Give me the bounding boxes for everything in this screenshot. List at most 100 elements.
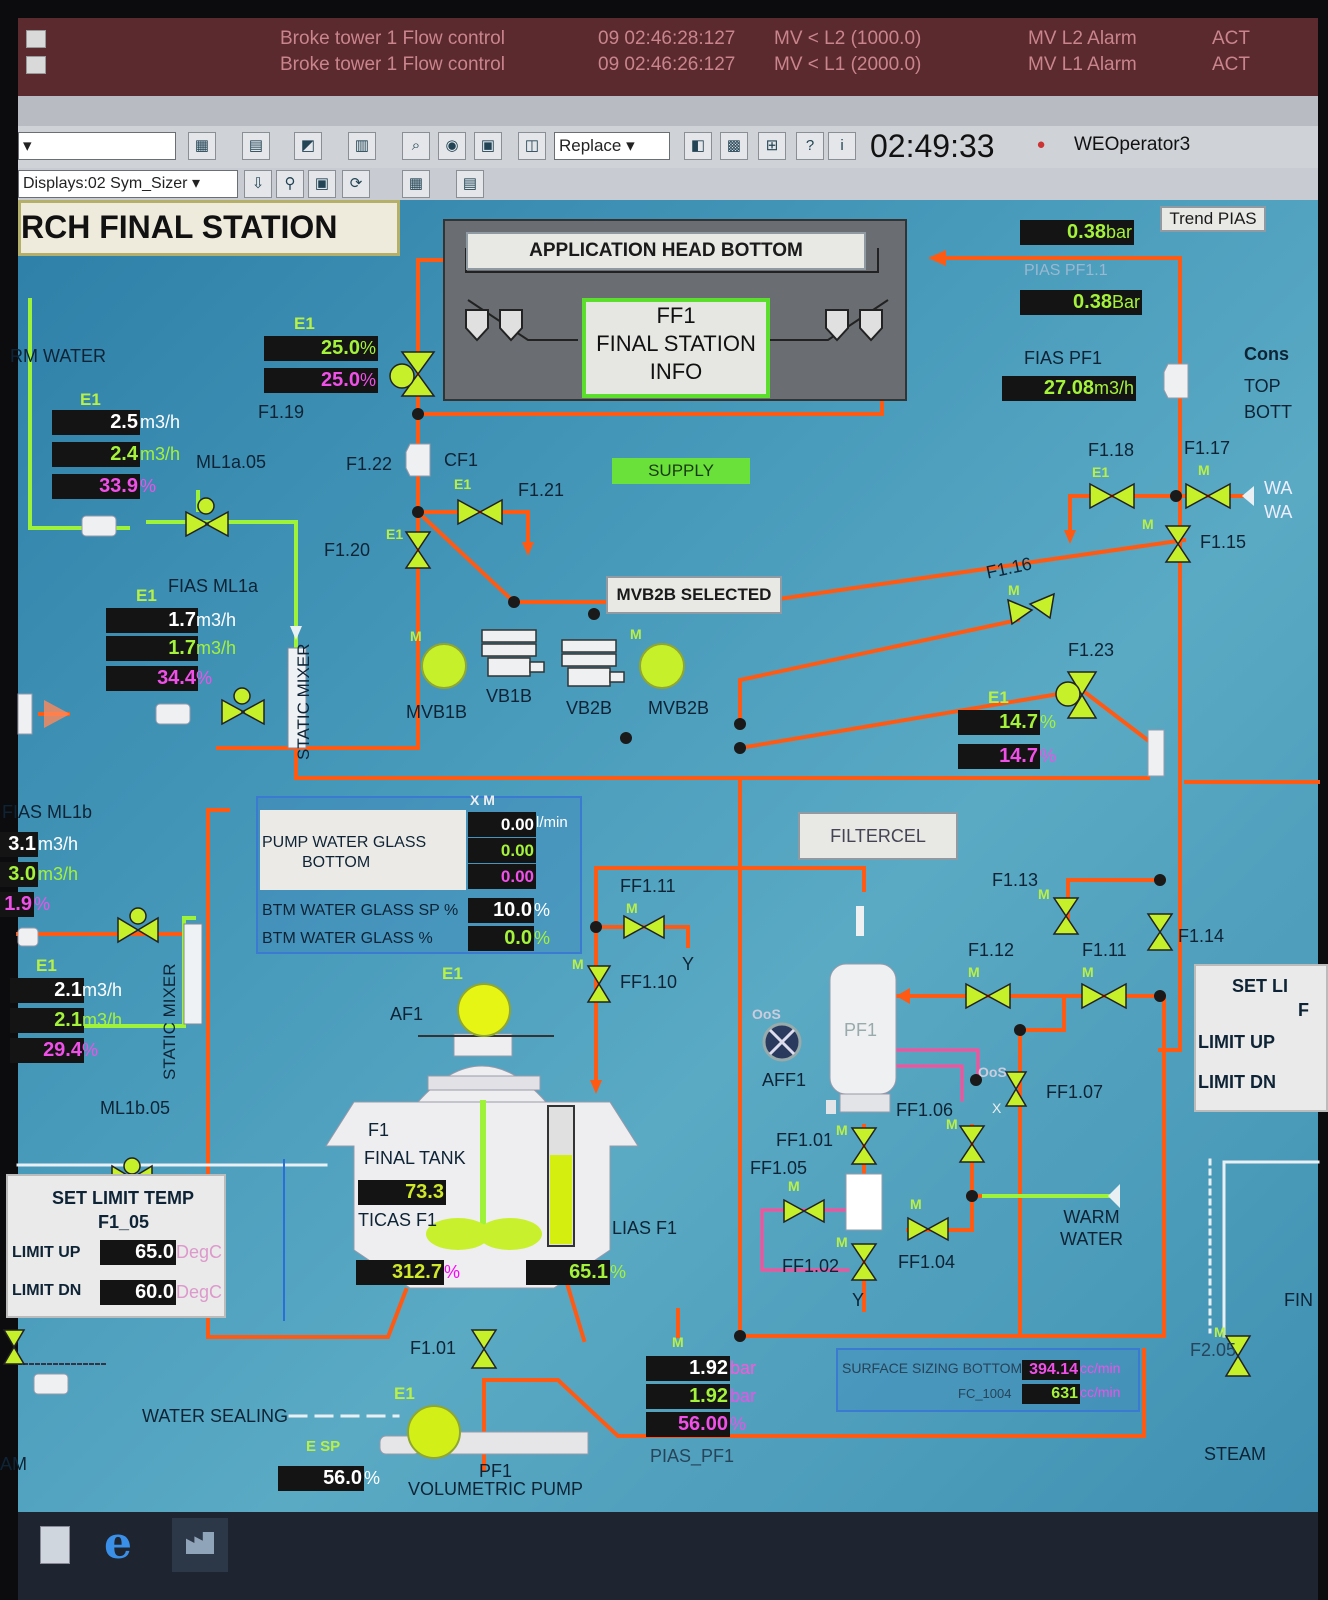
view-dropdown[interactable]: ▾ [18, 132, 176, 160]
limit-dn-label: LIMIT DN [12, 1282, 82, 1299]
unit: % [359, 370, 376, 390]
table-icon[interactable]: ▥ [348, 132, 376, 160]
mvb2b-tag: MVB2B [648, 698, 710, 718]
display-icon[interactable]: ▦ [188, 132, 216, 160]
warm-water-label: RM WATER [10, 346, 106, 366]
valve-ff104 [907, 1216, 949, 1242]
download-icon[interactable]: ⇩ [244, 170, 272, 198]
af1-tag: AF1 [390, 1004, 424, 1024]
btm-water-glass-sp[interactable]: 10.0 [468, 898, 534, 923]
f101-tag: F1.01 [410, 1338, 457, 1358]
limit-up-value[interactable]: 65.0 [100, 1240, 176, 1265]
surface-sizing-label: SURFACE SIZING BOTTOM [842, 1360, 1023, 1376]
ff105-tag: FF1.05 [750, 1158, 808, 1178]
pipe [1068, 494, 1182, 532]
surface-sizing-tag: FC_1004 [958, 1386, 1012, 1401]
document-icon[interactable]: ▤ [456, 170, 484, 198]
chart-icon[interactable]: ◩ [294, 132, 322, 160]
trend-pias-button[interactable]: Trend PIAS [1160, 206, 1266, 232]
unit: % [140, 476, 157, 496]
f119-sp: 25.0% [264, 336, 378, 361]
unit: m3/h [82, 980, 123, 1000]
alarm-time: 09 02:46:26:127 [598, 54, 736, 75]
ml1b05-tag: ML1b.05 [100, 1098, 171, 1118]
info-icon[interactable]: i [828, 132, 856, 160]
vb1b-tag: VB1B [486, 686, 533, 706]
alarm-ack-checkbox[interactable] [26, 30, 46, 48]
pias-pressure-1: 0.38bar [1020, 220, 1134, 245]
ml1a-value: 34.4 [106, 666, 198, 691]
filtercel-button[interactable]: FILTERCEL [798, 812, 958, 860]
unit: m3/h [38, 834, 79, 854]
process-graphic: RCH FINAL STATION Trend PIAS APPLICATION… [0, 200, 1328, 1512]
alarm-ack-checkbox[interactable] [26, 56, 46, 74]
save-icon[interactable]: ▩ [720, 132, 748, 160]
e1-mode-label: E1 [394, 1384, 415, 1403]
title-line: BOTTOM [302, 854, 371, 871]
user-name[interactable]: WEOperator3 [1074, 134, 1191, 155]
alarm-icon[interactable]: ◉ [438, 132, 466, 160]
unit: DegC [176, 1242, 223, 1262]
zoom-icon[interactable]: ⌕ [402, 132, 430, 160]
layout-icon[interactable]: ▤ [242, 132, 270, 160]
split-icon[interactable]: ◧ [684, 132, 712, 160]
pipe [737, 687, 1161, 751]
active-app-slot[interactable] [172, 1518, 228, 1572]
set-limit-right-panel: SET LI F LIMIT UP LIMIT DN [1194, 964, 1328, 1112]
unit: m3/h [196, 610, 237, 630]
ml1b05-value: 29.4 [10, 1038, 84, 1063]
pias-pf1-tag: PIAS_PF1 [650, 1446, 735, 1466]
unit: m3/h [38, 864, 79, 884]
pipe [1066, 878, 1166, 929]
ml1a05-value: 33.9 [52, 474, 140, 499]
motor-mvb2b [639, 643, 685, 689]
pump-water-glass-title: PUMP WATER GLASS BOTTOM [260, 810, 466, 890]
pump-water-value: 0.00 [468, 812, 536, 837]
display-icon[interactable]: ▦ [402, 170, 430, 198]
valve-f112 [965, 982, 1011, 1010]
ml1b05-value: 2.1 [10, 1008, 84, 1033]
e1-mode-label: E1 [454, 476, 472, 492]
piping-diagram [2, 219, 1320, 1472]
limit-up-label: LIMIT UP [1198, 1032, 1275, 1052]
user-icon[interactable]: ● [1036, 136, 1046, 153]
valve-ff101 [850, 1127, 878, 1165]
internet-explorer-icon[interactable]: e [104, 1518, 132, 1569]
explorer-icon[interactable] [40, 1526, 70, 1564]
alarm-row[interactable]: Broke tower 1 Flow control 09 02:46:26:1… [18, 52, 1318, 78]
valve-ff102 [850, 1243, 878, 1281]
unit: m3/h [82, 1010, 123, 1030]
pressure-unit: bar [1105, 222, 1132, 242]
alarm-state: ACT [1212, 28, 1250, 49]
pressure-unit: Bar [1111, 292, 1140, 312]
displays-dropdown[interactable]: Displays:02 Sym_Sizer ▾ [18, 170, 238, 198]
pump-sp-value[interactable]: 56.0 [278, 1466, 364, 1491]
ff1-info-line: INFO [649, 359, 703, 384]
supply-button[interactable]: SUPPLY [612, 458, 750, 484]
static-mixer-label: STATIC MIXER [294, 643, 313, 761]
valve-mode-label: M [1198, 462, 1210, 478]
set-limit-temp-panel: SET LIMIT TEMP F1_05 LIMIT UP 65.0 DegC … [6, 1174, 226, 1318]
ff1-final-station-info-button[interactable]: FF1 FINAL STATION INFO [582, 298, 770, 398]
alarm-row[interactable]: Broke tower 1 Flow control 09 02:46:28:1… [18, 26, 1318, 52]
valve-mode-label: M [1008, 582, 1020, 598]
limit-dn-value[interactable]: 60.0 [100, 1280, 176, 1305]
f123-pv: 14.7 [958, 744, 1040, 769]
network-icon[interactable]: ⊞ [758, 132, 786, 160]
alarm-state: ACT [1212, 54, 1250, 75]
print-icon[interactable]: ▣ [308, 170, 336, 198]
valve-f101 [470, 1329, 498, 1369]
e1-mode-label: E1 [80, 390, 101, 409]
surface-sizing-panel: SURFACE SIZING BOTTOM FC_1004 394.14 cc/… [836, 1348, 1140, 1412]
window-icon[interactable]: ◫ [518, 132, 546, 160]
replace-dropdown[interactable]: Replace ▾ [554, 132, 670, 160]
refresh-icon[interactable]: ⟳ [342, 170, 370, 198]
link-icon[interactable]: ⚲ [276, 170, 304, 198]
ff102-tag: FF1.02 [782, 1256, 840, 1276]
help-icon[interactable]: ? [796, 132, 824, 160]
pipe [1222, 1160, 1320, 1338]
print-icon[interactable]: ▣ [474, 132, 502, 160]
alarm-scrollbar[interactable] [18, 96, 1318, 126]
fias-ml1b-label: FIAS ML1b [2, 802, 93, 822]
